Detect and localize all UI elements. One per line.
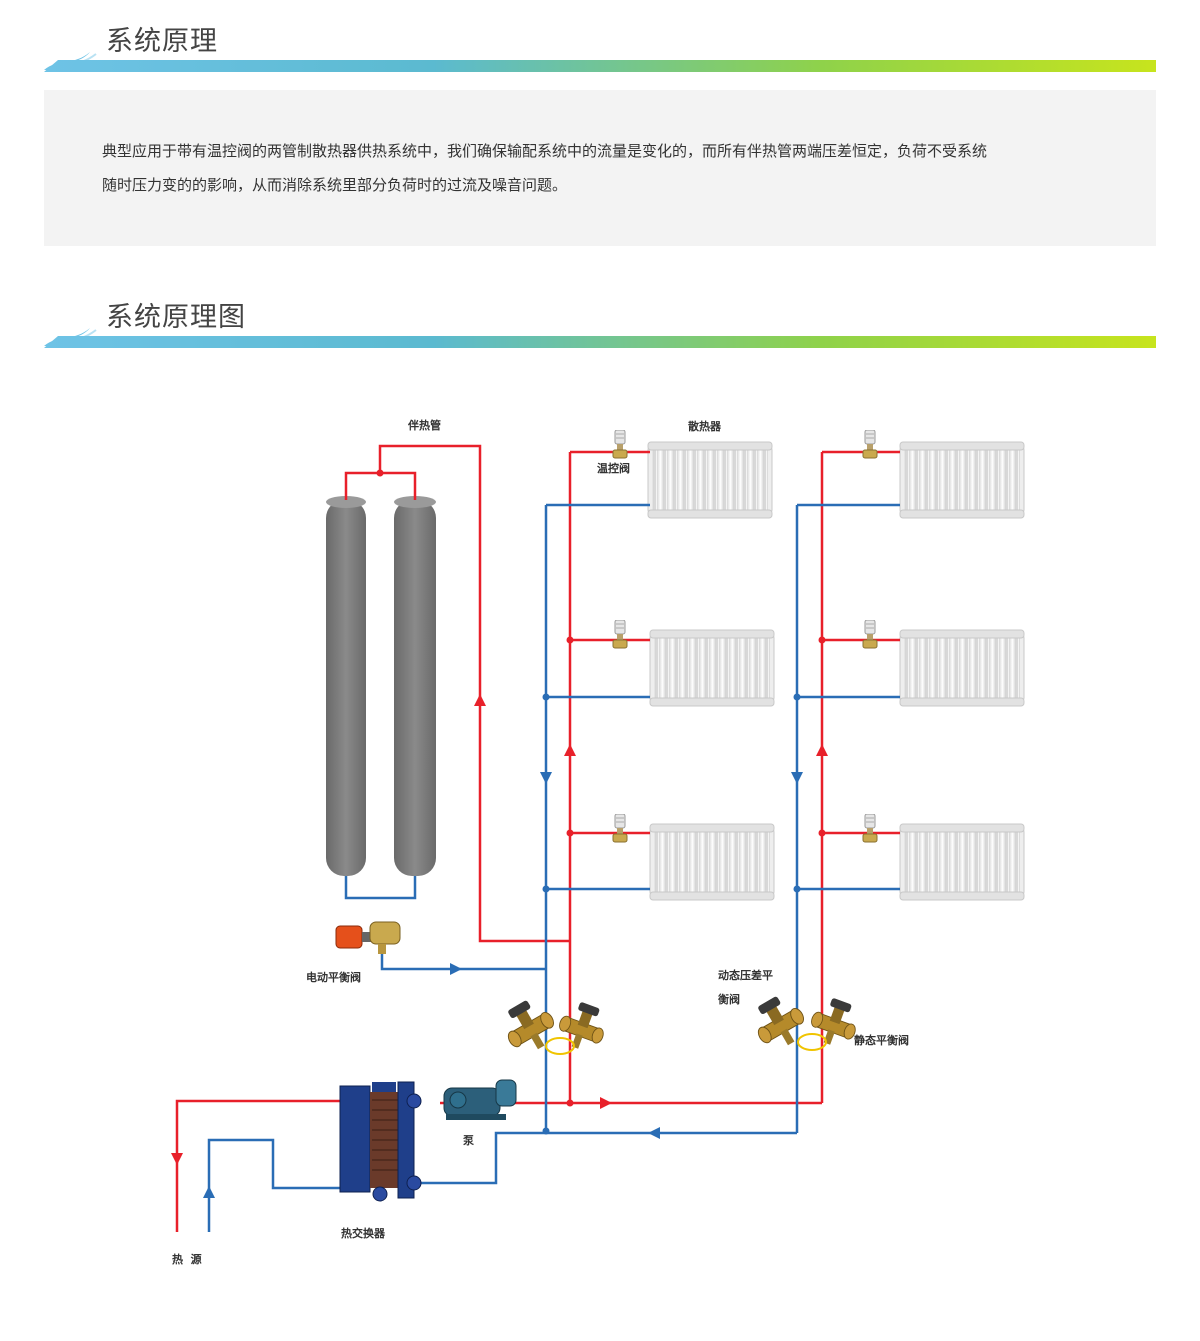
label-tracing-pipe: 伴热管 [407,418,441,432]
title-underline-bar [44,60,1156,72]
balance-valve-icons [495,988,864,1060]
system-diagram: 伴热管 散热器 温控阀 电动平衡阀 动态压差平 衡阀 静态平衡阀 泵 热交换器 … [171,418,1025,1266]
label-dp-valve-line2: 衡阀 [718,992,740,1006]
label-static-balance-valve: 静态平衡阀 [854,1033,909,1047]
label-heat-exchanger: 热交换器 [341,1226,386,1240]
label-dp-valve-line1: 动态压差平 [718,968,773,982]
label-electric-balance-valve: 电动平衡阀 [306,970,361,984]
flow-arrows [171,694,828,1198]
heat-exchanger-icon [339,1081,422,1202]
section-header-diagram: 系统原理图 [44,300,1156,350]
intro-box: 典型应用于带有温控阀的两管制散热器供热系统中，我们确保输配系统中的流量是变化的，… [44,90,1156,246]
label-radiator: 散热器 [688,419,722,433]
supply-pipes [175,444,900,1232]
section-title: 系统原理 [106,26,218,57]
junction-dots [376,469,826,1135]
section-title: 系统原理图 [106,302,246,333]
intro-line-1: 典型应用于带有温控阀的两管制散热器供热系统中，我们确保输配系统中的流量是变化的，… [102,142,988,160]
label-pump: 泵 [463,1134,474,1147]
tracing-tank-right [394,500,436,876]
pump-icon [443,1079,517,1120]
label-heat-source: 热 源 [172,1252,202,1266]
return-pipes [207,503,900,1232]
title-underline-bar [44,336,1156,348]
radiator-group [647,441,1025,901]
section-header-principle: 系统原理 [44,24,1156,74]
electric-balance-valve-icon [335,921,401,954]
intro-line-2: 随时压力变的的影响，从而消除系统里部分负荷时的过流及噪音问题。 [102,176,568,194]
intro-text: 典型应用于带有温控阀的两管制散热器供热系统中，我们确保输配系统中的流量是变化的，… [102,134,1112,202]
tracing-tank-left [326,500,366,876]
label-thermostatic-valve: 温控阀 [597,461,630,475]
